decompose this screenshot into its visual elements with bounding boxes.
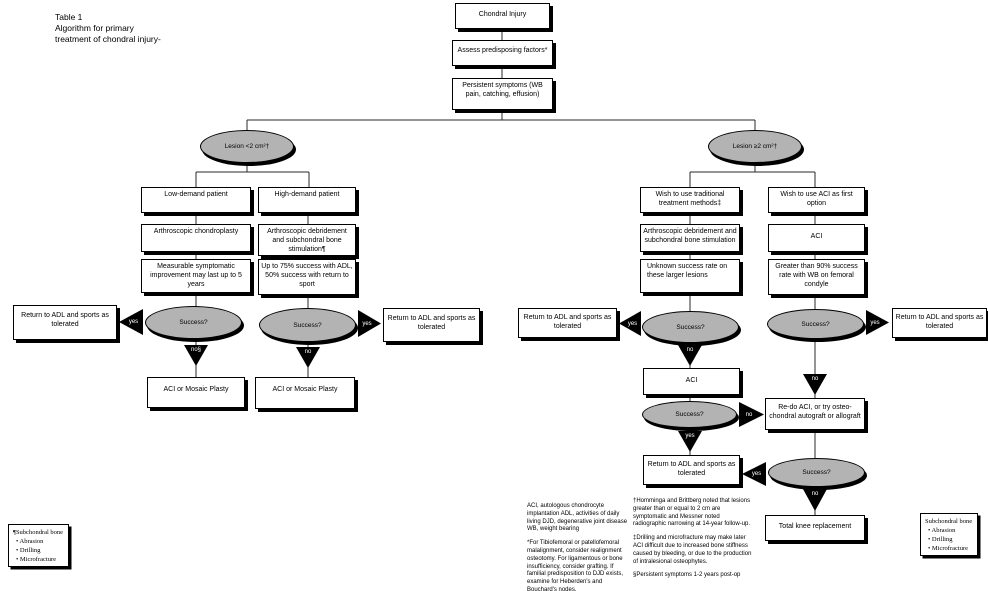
node-debridement-stimulation-marked: Arthroscopic debridement and subchondral… [258,224,356,256]
title-line-3: treatment of chondral injury- [55,34,161,45]
title-line-2: Algorithm for primary [55,23,134,34]
node-aci-mosaic-1: ACI or Mosaic Plasty [147,377,245,408]
legend-subchondral-left: ¶Subchondral bone Abrasion Drilling Micr… [8,524,69,568]
legend-subchondral-right: Subchondral bone Abrasion Drilling Micro… [920,513,978,557]
node-arthroscopic-chondroplasty: Arthroscopic chondroplasty [141,224,251,252]
decision-success-c2: Success? [259,308,356,342]
node-success-75: Up to 75% success with ADL, 50% success … [258,259,356,295]
node-unknown-success: Unknown success rate on these larger les… [640,259,740,293]
node-assess-factors: Assess predisposing factors* [452,40,553,66]
legend-left-item: Microfracture [13,555,66,564]
node-aci-c4: ACI [768,224,865,252]
node-return-adl-1: Return to ADL and sports as tolerated [13,305,117,340]
node-success-90: Greater than 90% success rate with WB on… [768,259,865,295]
decision-success-c1: Success? [145,306,242,339]
decision-lesion-ge2: Lesion ≥2 cm²† [708,130,802,163]
decision-success-c4a: Success? [767,309,864,339]
node-total-knee: Total knee replacement [765,515,865,541]
footnote-section: §Persistent symptoms 1-2 years post-op [633,572,741,579]
footnote-dagger: †Homminga and Brittberg noted that lesio… [633,498,751,528]
node-debridement-stimulation: Arthroscopic debridement and subchondral… [640,224,740,252]
node-wish-aci-first: Wish to use ACI as first option [768,187,865,213]
node-aci-c3: ACI [643,368,740,395]
legend-right-item: Drilling [925,535,975,544]
node-high-demand: High-demand patient [258,187,356,213]
node-measurable-improvement: Measurable symptomatic improvement may l… [141,259,251,293]
node-return-adl-3: Return to ADL and sports as tolerated [518,308,617,338]
footnote-double-dagger: ‡Drilling and microfracture may make lat… [633,535,752,565]
node-chondral-injury: Chondral Injury [455,3,550,29]
legend-right-title: Subchondral bone [925,518,973,525]
node-return-adl-5: Return to ADL and sports as tolerated [892,308,987,338]
node-return-adl-2: Return to ADL and sports as tolerated [383,308,480,342]
node-persistent-symptoms: Persistent symptoms (WB pain, catching, … [452,78,553,110]
legend-left-item: Abrasion [13,537,66,546]
decision-lesion-lt2: Lesion <2 cm²† [200,130,294,163]
table-title: Table 1 Algorithm for primary treatment … [55,12,205,45]
node-return-adl-4: Return to ADL and sports as tolerated [643,455,740,485]
footnotes-column-2: †Homminga and Brittberg noted that lesio… [633,498,754,586]
title-line-1: Table 1 [55,12,83,22]
footnote-abbreviations: ACI, autologous chondrocyte implantation… [527,503,628,533]
legend-left-title: ¶Subchondral bone [13,529,64,536]
legend-left-item: Drilling [13,546,66,555]
node-wish-traditional: Wish to use traditional treatment method… [640,187,740,213]
legend-right-item: Abrasion [925,526,975,535]
decision-success-c3b: Success? [642,401,737,428]
node-low-demand: Low-demand patient [141,187,251,213]
node-aci-mosaic-2: ACI or Mosaic Plasty [255,377,355,409]
footnote-asterisk: *For Tibiofemoral or patellofemoral mala… [527,540,624,591]
decision-success-c3a: Success? [642,311,739,343]
footnotes-column-1: ACI, autologous chondrocyte implantation… [527,503,628,591]
decision-success-c4b: Success? [768,458,865,487]
node-redo-aci: Re-do ACI, or try osteo-chondral autogra… [765,398,865,430]
legend-right-item: Microfracture [925,544,975,553]
